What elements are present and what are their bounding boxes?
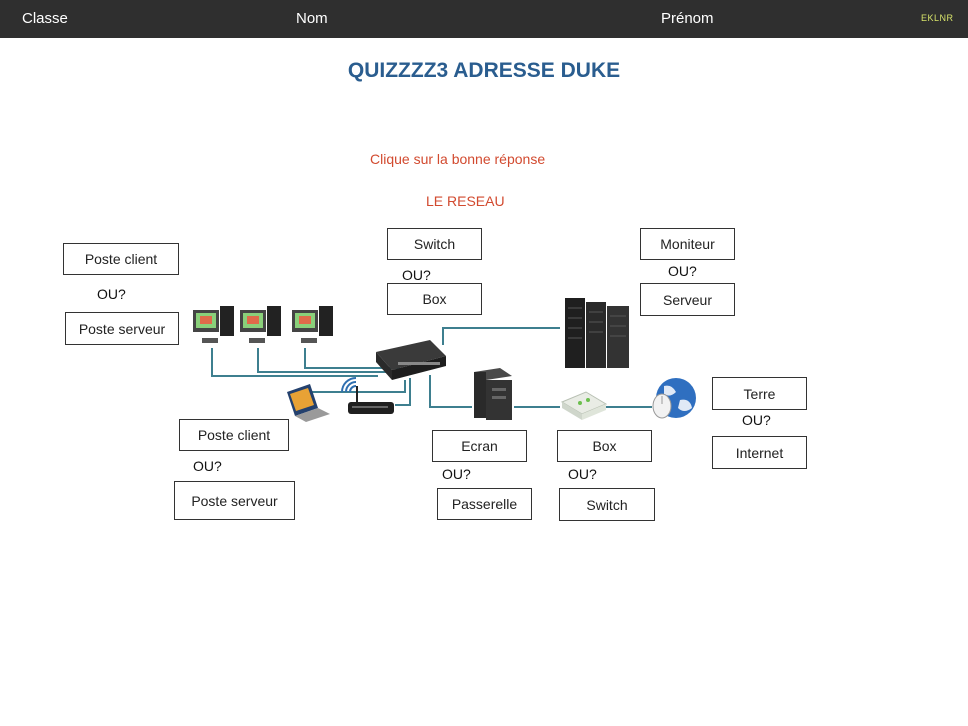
network-switch-icon <box>376 340 446 380</box>
section-subtitle: LE RESEAU <box>426 193 505 209</box>
answer-internet[interactable]: Internet <box>712 436 807 469</box>
header-nom: Nom <box>296 10 328 27</box>
answer-serveur[interactable]: Serveur <box>640 283 735 316</box>
brand-logo: EKLNR <box>921 13 954 23</box>
or-label: OU? <box>668 263 697 279</box>
or-label: OU? <box>442 466 471 482</box>
server-rack-icon <box>565 298 629 368</box>
header-prenom: Prénom <box>661 10 714 27</box>
answer-passerelle[interactable]: Passerelle <box>437 488 532 520</box>
header-classe: Classe <box>22 10 68 27</box>
or-label: OU? <box>402 267 431 283</box>
page-title: QUIZZZZ3 ADRESSE DUKE <box>347 59 621 82</box>
wifi-router-icon <box>341 377 394 414</box>
answer-poste-serveur-2[interactable]: Poste serveur <box>174 481 295 520</box>
top-bar: Classe Nom Prénom EKLNR <box>0 0 968 38</box>
answer-switch-2[interactable]: Switch <box>559 488 655 521</box>
desktop-computer-icon <box>292 306 333 343</box>
or-label: OU? <box>568 466 597 482</box>
answer-box-2[interactable]: Box <box>557 430 652 462</box>
internet-globe-icon <box>652 378 696 419</box>
or-label: OU? <box>193 458 222 474</box>
tower-pc-icon <box>474 368 512 420</box>
instruction-text: Clique sur la bonne réponse <box>370 151 546 167</box>
desktop-computer-icon <box>240 306 281 343</box>
laptop-icon <box>287 384 330 422</box>
modem-box-icon <box>560 391 608 420</box>
answer-poste-serveur-1[interactable]: Poste serveur <box>65 312 179 345</box>
desktop-computer-icon <box>193 306 234 343</box>
answer-terre[interactable]: Terre <box>712 377 807 410</box>
or-label: OU? <box>97 286 126 302</box>
answer-poste-client-1[interactable]: Poste client <box>63 243 179 275</box>
answer-box-1[interactable]: Box <box>387 283 482 315</box>
answer-ecran[interactable]: Ecran <box>432 430 527 462</box>
or-label: OU? <box>742 412 771 428</box>
answer-poste-client-2[interactable]: Poste client <box>179 419 289 451</box>
answer-moniteur[interactable]: Moniteur <box>640 228 735 260</box>
answer-switch-1[interactable]: Switch <box>387 228 482 260</box>
